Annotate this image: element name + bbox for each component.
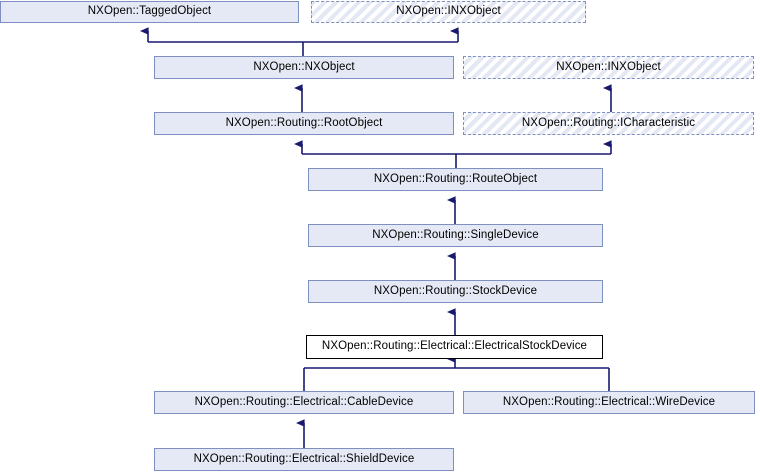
node-shielddevice[interactable]: NXOpen::Routing::Electrical::ShieldDevic… [154,448,454,471]
node-label: NXOpen::Routing::RouteObject [373,172,538,185]
node-electricalstockdevice[interactable]: NXOpen::Routing::Electrical::ElectricalS… [306,335,603,359]
node-icharacteristic[interactable]: NXOpen::Routing::ICharacteristic [463,112,754,135]
node-inxobject-top[interactable]: NXOpen::INXObject [311,1,586,23]
node-routeobject[interactable]: NXOpen::Routing::RouteObject [308,168,603,191]
node-label: NXOpen::Routing::SingleDevice [372,228,539,241]
node-stockdevice[interactable]: NXOpen::Routing::StockDevice [308,280,603,303]
node-taggedobject[interactable]: NXOpen::TaggedObject [0,1,299,23]
node-label: NXOpen::Routing::StockDevice [373,284,538,297]
node-label: NXOpen::Routing::Electrical::ElectricalS… [321,340,588,353]
node-cabledevice[interactable]: NXOpen::Routing::Electrical::CableDevice [154,391,454,414]
node-label: NXOpen::INXObject [396,5,501,18]
node-wiredevice[interactable]: NXOpen::Routing::Electrical::WireDevice [463,391,755,414]
node-label: NXOpen::Routing::Electrical::ShieldDevic… [193,452,415,465]
node-label: NXOpen::INXObject [556,60,661,73]
node-nxobject[interactable]: NXOpen::NXObject [154,56,454,79]
node-label: NXOpen::Routing::RootObject [225,116,383,129]
node-inxobject-mid[interactable]: NXOpen::INXObject [463,56,754,79]
node-label: NXOpen::TaggedObject [87,5,212,18]
node-rootobject[interactable]: NXOpen::Routing::RootObject [154,112,454,135]
node-label: NXOpen::Routing::Electrical::WireDevice [502,395,716,408]
node-singledevice[interactable]: NXOpen::Routing::SingleDevice [308,224,603,247]
node-label: NXOpen::Routing::ICharacteristic [521,116,696,129]
node-label: NXOpen::NXObject [253,60,355,73]
node-label: NXOpen::Routing::Electrical::CableDevice [194,395,414,408]
